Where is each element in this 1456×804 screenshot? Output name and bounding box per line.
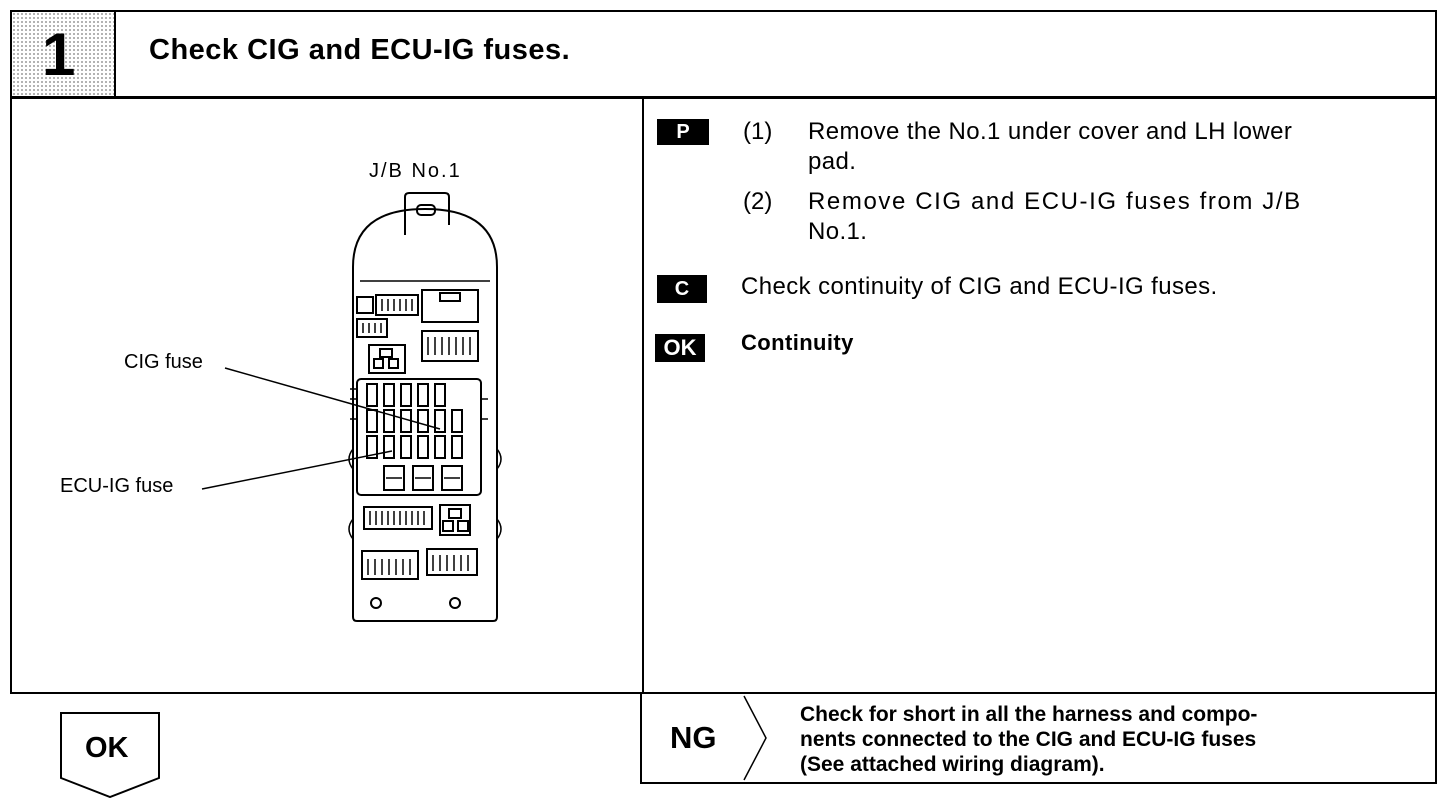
step1-line2: pad. bbox=[808, 148, 857, 175]
step2-line1: Remove CIG and ECU-IG fuses from J/B bbox=[808, 188, 1302, 215]
step1-index: (1) bbox=[743, 118, 773, 145]
ok-result-box: OK bbox=[60, 712, 160, 798]
junction-block-figure: J/B No.1 CIG fuse ECU-IG fuse bbox=[12, 99, 642, 692]
ng-instructions: Check for short in all the harness and c… bbox=[800, 702, 1420, 777]
ok-badge: OK bbox=[655, 334, 705, 362]
step-number: 1 bbox=[42, 21, 76, 88]
ok-result-label: OK bbox=[85, 732, 129, 764]
column-divider bbox=[642, 99, 644, 692]
step2-index: (2) bbox=[743, 188, 773, 215]
cig-fuse-label: CIG fuse bbox=[124, 351, 203, 373]
procedure-body: J/B No.1 CIG fuse ECU-IG fuse bbox=[10, 97, 1437, 694]
jb-no1-label: J/B No.1 bbox=[369, 160, 462, 182]
step-number-box: 1 bbox=[12, 12, 116, 96]
ng-label: NG bbox=[670, 720, 717, 755]
continuity-result: Continuity bbox=[741, 330, 854, 355]
ng-line3: (See attached wiring diagram). bbox=[800, 753, 1105, 776]
ng-line1: Check for short in all the harness and c… bbox=[800, 703, 1258, 726]
ecu-ig-fuse-label: ECU-IG fuse bbox=[60, 475, 174, 497]
step2-line2: No.1. bbox=[808, 218, 868, 245]
c-badge: C bbox=[657, 275, 707, 303]
p-badge: P bbox=[657, 119, 709, 145]
check-continuity-text: Check continuity of CIG and ECU-IG fuses… bbox=[741, 273, 1218, 300]
ng-chevron bbox=[743, 695, 767, 781]
step-title: Check CIG and ECU-IG fuses. bbox=[149, 34, 571, 66]
ng-line2: nents connected to the CIG and ECU-IG fu… bbox=[800, 728, 1257, 751]
ng-result-box: NG Check for short in all the harness an… bbox=[640, 694, 1437, 784]
ok-arrow-shape bbox=[60, 712, 160, 798]
step1-line1: Remove the No.1 under cover and LH lower bbox=[808, 118, 1293, 145]
step-header: 1 Check CIG and ECU-IG fuses. bbox=[10, 10, 1437, 98]
junction-block-drawing bbox=[201, 192, 502, 622]
